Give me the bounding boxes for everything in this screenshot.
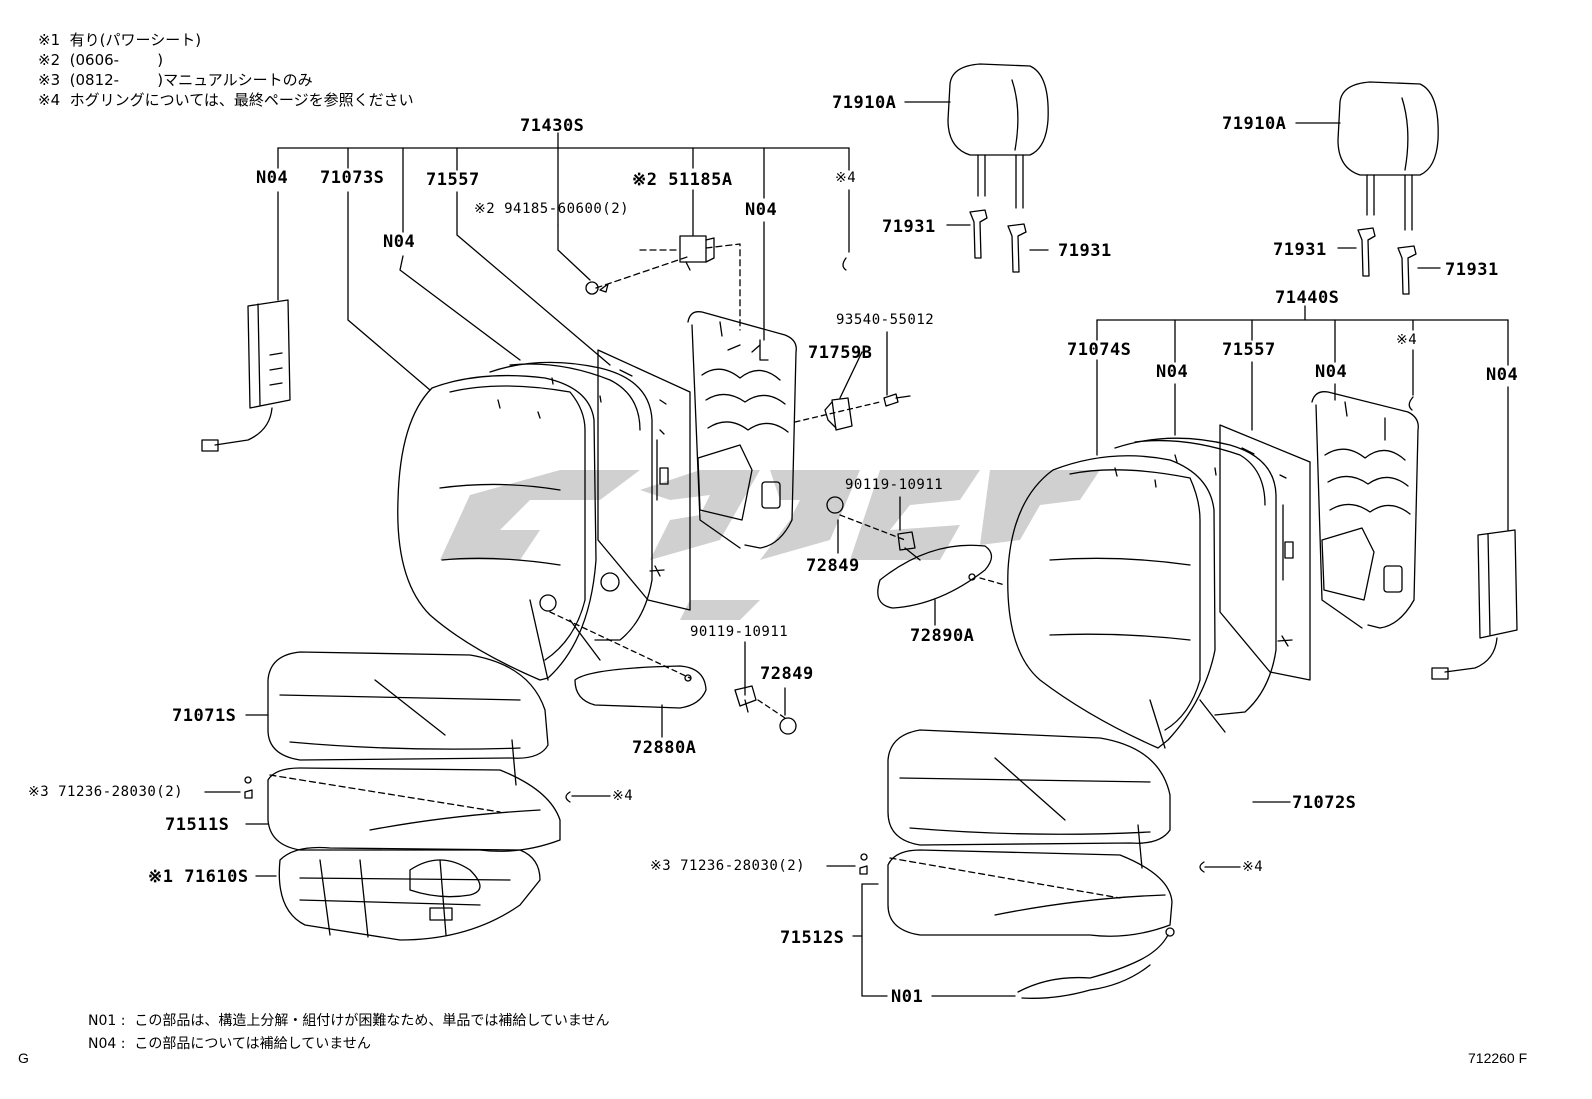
label-71931-b: 71931 [1058, 241, 1112, 261]
label-94185-60600: ※2 94185-60600(2) [474, 201, 630, 217]
seatback-pad-left [489, 361, 653, 661]
label-71910A-a: 71910A [832, 93, 897, 113]
armrest-left [549, 611, 797, 735]
label-note4-b: ※4 [1396, 332, 1418, 348]
label-71931-a: 71931 [882, 217, 936, 237]
seatback-frame-left [687, 311, 797, 549]
seatback-frame-right [1311, 391, 1419, 629]
label-71430S: 71430S [520, 116, 585, 136]
label-71236-28030-b: ※3 71236-28030(2) [650, 858, 806, 874]
back-board-left [597, 349, 691, 611]
armrest-right [826, 496, 1006, 609]
label-90119-10911-a: 90119-10911 [845, 477, 944, 493]
label-71931-d: 71931 [1445, 260, 1499, 280]
callout-lines [204, 101, 1509, 997]
side-airbag-right [1431, 529, 1518, 680]
figure-number: 712260 F [1468, 1050, 1528, 1066]
legend-notes: ※1 有り(パワーシート) ※2 (0606- ) ※3 (0812- )マニュ… [38, 30, 414, 110]
seat-cushion-pad-left [244, 767, 561, 852]
seatback-cover-left [397, 374, 597, 681]
back-board-right [1219, 424, 1311, 681]
label-72849-a: 72849 [806, 556, 860, 576]
label-93540-55012: 93540-55012 [836, 312, 935, 328]
label-71440S: 71440S [1275, 288, 1340, 308]
label-71512S: 71512S [780, 928, 845, 948]
label-N04-c: N04 [745, 200, 778, 220]
label-N04-a: N04 [256, 168, 289, 188]
footnote-N01: N01 : この部品は、構造上分解・組付けが困難なため、単品では補給していません [88, 1013, 610, 1029]
corner-left-code: G [18, 1050, 29, 1066]
power-seat-frame-left [278, 846, 541, 941]
note-3: ※3 (0812- )マニュアルシートのみ [38, 71, 313, 89]
label-71072S: 71072S [1292, 793, 1357, 813]
seatback-pad-right [1114, 437, 1277, 733]
note-2: ※2 (0606- ) [38, 51, 164, 69]
seatback-cover-right [1007, 455, 1216, 749]
label-71071S: 71071S [172, 706, 237, 726]
label-note4-c: ※4 [612, 788, 634, 804]
label-N04-d: N04 [1156, 362, 1189, 382]
label-71931-c: 71931 [1273, 240, 1327, 260]
hog-ring-symbols [565, 257, 1414, 873]
note-4: ※4 ホグリングについては、最終ページを参照ください [38, 91, 414, 109]
label-71511S: 71511S [165, 815, 230, 835]
headrest-left [947, 63, 1049, 273]
label-72849-b: 72849 [760, 664, 814, 684]
label-note4-d: ※4 [1242, 859, 1264, 875]
label-N04-f: N04 [1486, 365, 1519, 385]
label-72880A: 72880A [632, 738, 697, 758]
label-71236-28030-a: ※3 71236-28030(2) [28, 784, 184, 800]
label-71073S: 71073S [320, 168, 385, 188]
label-71910A-b: 71910A [1222, 114, 1287, 134]
note-1: ※1 有り(パワーシート) [38, 31, 202, 49]
label-71074S: 71074S [1067, 340, 1132, 360]
footnote-N04: N04 : この部品については補給していません [88, 1036, 371, 1052]
side-airbag-left [201, 299, 291, 452]
cover-71759b [794, 393, 911, 431]
label-51185A: ※2 51185A [632, 170, 733, 190]
label-N04-e: N04 [1315, 362, 1348, 382]
label-72890A: 72890A [910, 626, 975, 646]
seat-heater-wire [1017, 927, 1175, 999]
motor-bracket-left [585, 235, 741, 331]
label-90119-10911-b: 90119-10911 [690, 624, 789, 640]
label-71557-b: 71557 [1222, 340, 1276, 360]
seat-cushion-cover-left [267, 651, 549, 786]
label-71610S: ※1 71610S [148, 867, 249, 887]
label-N04-b: N04 [383, 232, 416, 252]
seat-cushion-cover-right [887, 729, 1171, 869]
label-note4-a: ※4 [835, 170, 857, 186]
label-N01: N01 [891, 987, 924, 1007]
seat-cushion-pad-right [859, 849, 1173, 937]
headrest-right [1337, 81, 1439, 295]
label-71557-a: 71557 [426, 170, 480, 190]
label-71759B: 71759B [808, 343, 873, 363]
